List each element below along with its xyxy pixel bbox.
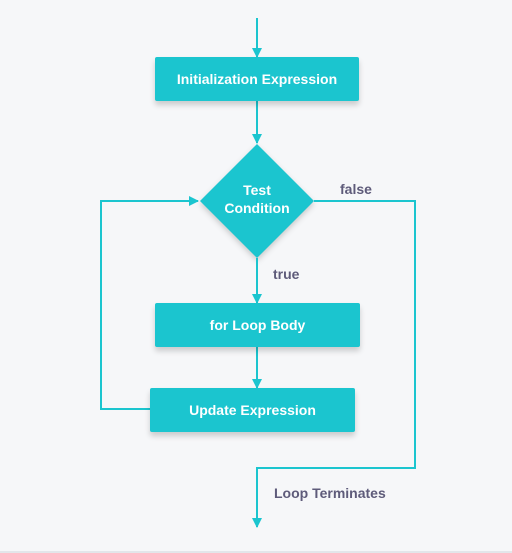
test-condition-line2: Condition <box>224 200 290 216</box>
loop-body-label: for Loop Body <box>209 317 306 333</box>
test-condition-line1: Test <box>243 182 271 198</box>
test-condition-diamond <box>200 144 314 258</box>
update-expression-label: Update Expression <box>189 402 316 418</box>
bottom-divider <box>0 551 512 553</box>
loop-body-node: for Loop Body <box>155 303 360 347</box>
update-expression-node: Update Expression <box>150 388 355 432</box>
initialization-expression-label: Initialization Expression <box>176 71 338 87</box>
test-condition-label: Test Condition <box>207 181 307 217</box>
false-branch-arrow <box>252 200 416 528</box>
false-branch-label: false <box>340 181 372 197</box>
loop-back-arrow <box>100 196 199 410</box>
loop-terminates-label: Loop Terminates <box>274 485 386 501</box>
initialization-expression-node: Initialization Expression <box>155 57 359 101</box>
true-branch-label: true <box>273 266 300 282</box>
